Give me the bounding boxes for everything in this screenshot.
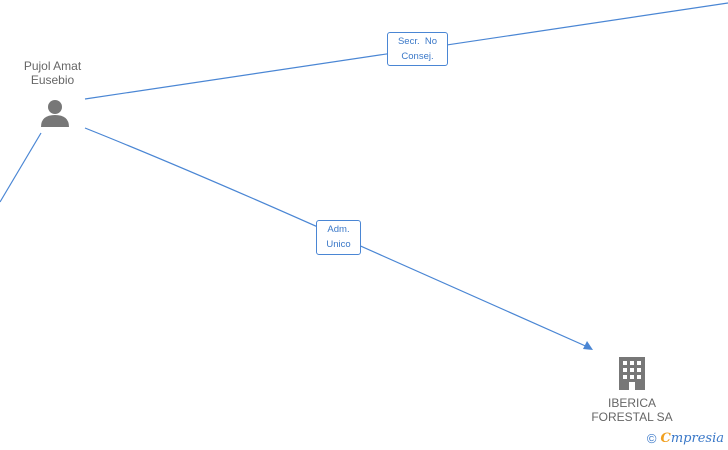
brand-rest: mpresia: [670, 431, 724, 446]
company-name-label[interactable]: IBERICA FORESTAL SA: [580, 396, 684, 422]
company-name-line1: IBERICA: [607, 396, 656, 410]
edge-offscreen-left: [0, 132, 42, 203]
edge-label-adm-unico[interactable]: Adm. Unico: [316, 220, 361, 255]
edge-label-line2: Consej.: [401, 51, 434, 62]
person-name-line1: Pujol Amat: [23, 59, 82, 73]
person-name-label[interactable]: Pujol Amat Eusebio: [5, 59, 100, 87]
edge-label-line2: Unico: [326, 239, 351, 250]
edge-adm-unico: [84, 127, 591, 349]
company-name-line2: FORESTAL SA: [591, 410, 673, 422]
copyright-icon: ©: [646, 431, 657, 446]
brand-watermark: © Cmpresia: [647, 431, 724, 446]
brand-name: Cmpresia: [661, 431, 725, 446]
person-icon: [41, 100, 69, 127]
edge-label-secr-no-consej[interactable]: Secr. No Consej.: [387, 32, 448, 66]
building-icon: [619, 357, 645, 390]
arrowhead: [583, 341, 593, 350]
edge-label-line1: Secr. No: [397, 36, 438, 47]
brand-first-letter: C: [660, 431, 671, 446]
person-name-line2: Eusebio: [30, 73, 75, 87]
edge-label-line1: Adm.: [327, 224, 350, 235]
